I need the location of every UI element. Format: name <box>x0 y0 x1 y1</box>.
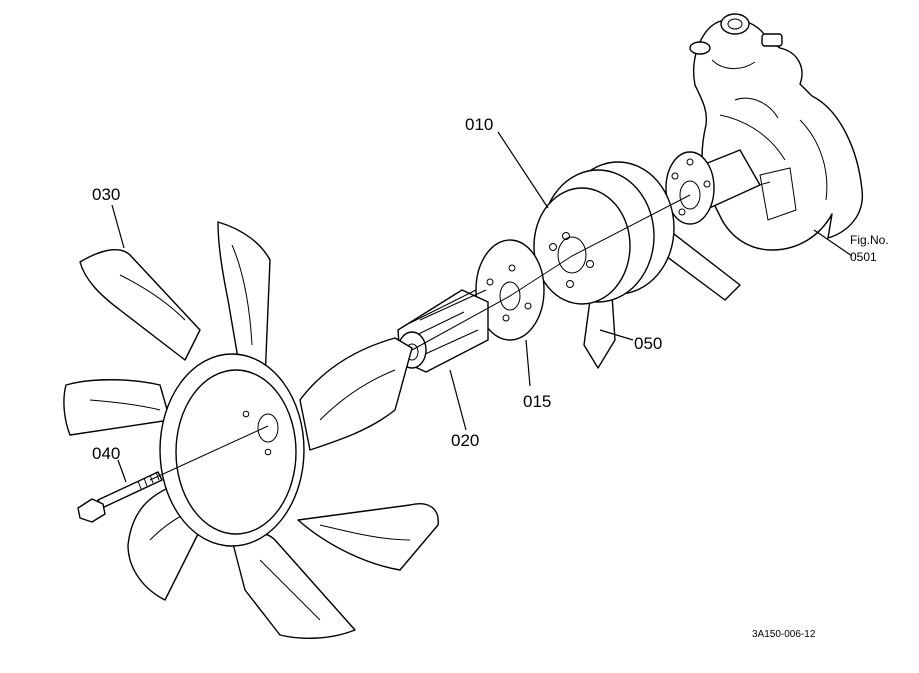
callout-leaders <box>111 131 853 483</box>
part-label-010: 010 <box>465 115 493 134</box>
spacer-020 <box>397 289 489 373</box>
figure-reference-number: 0501 <box>850 250 877 264</box>
assembly-axis-line <box>149 194 691 481</box>
bolt-040 <box>77 471 163 523</box>
pulley-010 <box>533 161 675 305</box>
part-label-030: 030 <box>92 185 120 204</box>
cooling-fan-030 <box>63 221 439 639</box>
part-label-050: 050 <box>634 334 662 353</box>
part-label-040: 040 <box>92 444 120 463</box>
part-label-020: 020 <box>451 431 479 450</box>
water-pump-housing <box>665 13 863 251</box>
figure-reference-label: Fig.No. <box>850 233 889 247</box>
part-label-015: 015 <box>523 392 551 411</box>
drawing-code: 3A150-006-12 <box>752 629 816 640</box>
